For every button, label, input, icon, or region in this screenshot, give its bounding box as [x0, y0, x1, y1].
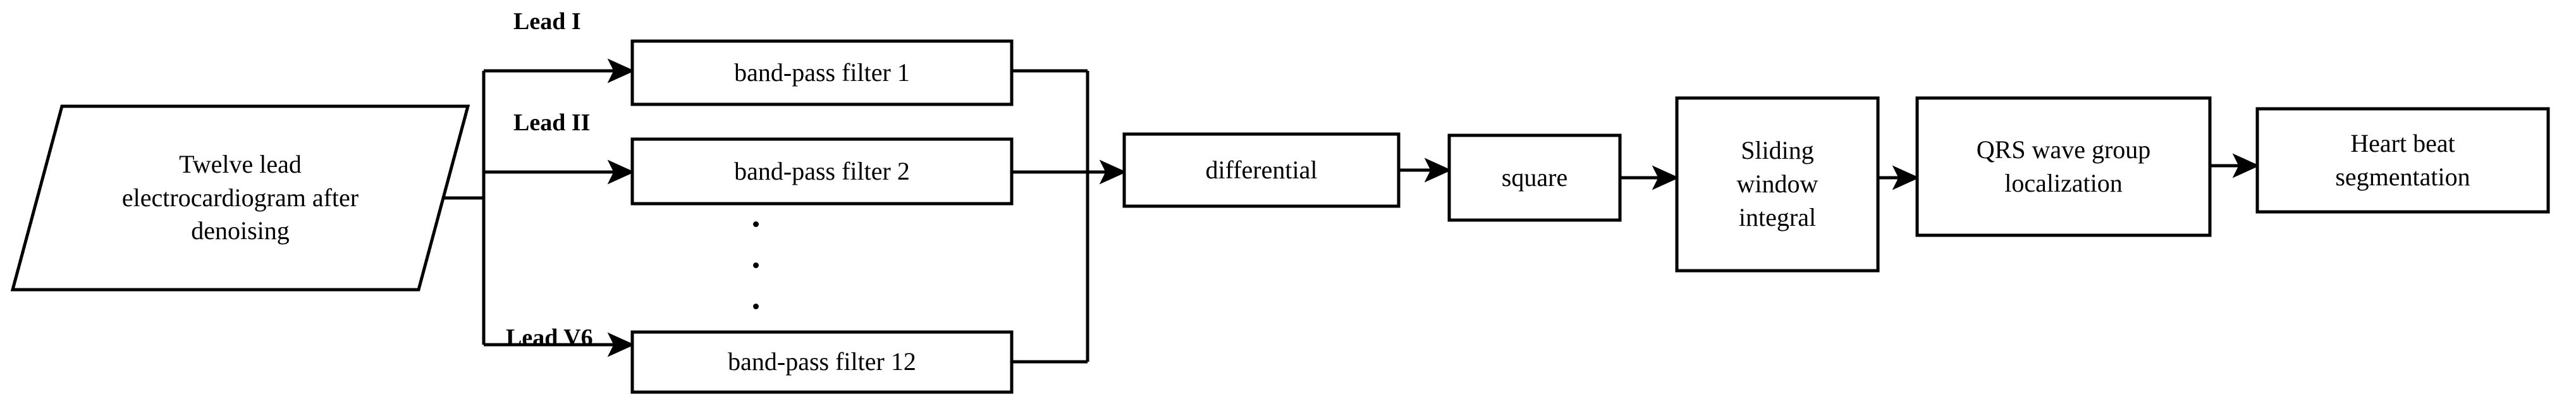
- ellipsis-dot-1: [753, 221, 759, 227]
- filter-box-1: [630, 39, 1014, 106]
- filter-box-12: [630, 330, 1014, 394]
- sliding-window-integral-box: [1675, 96, 1880, 273]
- ellipsis-dot-3: [753, 304, 759, 309]
- square-box: [1447, 133, 1622, 222]
- differential-box: [1122, 132, 1401, 208]
- ellipsis-dot-2: [753, 262, 759, 268]
- heartbeat-segmentation-box: [2255, 107, 2550, 214]
- filter-box-2: [630, 137, 1014, 206]
- qrs-localization-box: [1915, 96, 2212, 237]
- vertical-ellipsis: [753, 221, 762, 313]
- input-parallelogram-shape: [10, 104, 470, 292]
